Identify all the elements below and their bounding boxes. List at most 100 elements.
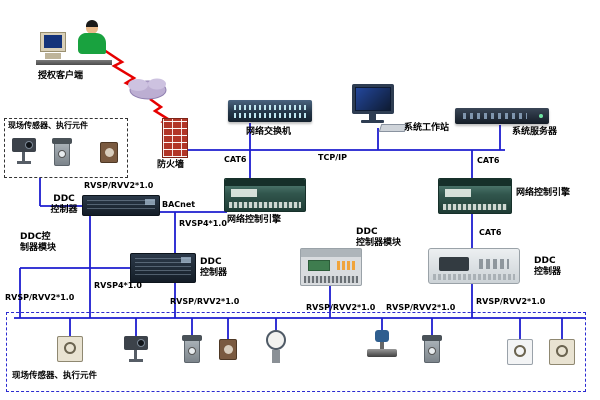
server-icon [455, 108, 549, 124]
field-sensor-icon [219, 339, 237, 360]
thermostat-dial [556, 345, 568, 357]
valve-actuator [375, 330, 389, 342]
field-devices-box-bottom [6, 312, 586, 392]
thermostat-icon [507, 339, 533, 365]
server-label: 系统服务器 [512, 127, 558, 137]
field-sensor-icon [182, 335, 202, 363]
rvsp-rvv2-label: RVSP/RVV2*1.0 [84, 181, 154, 190]
engine-terminals [443, 204, 507, 210]
cloud-icon [128, 78, 167, 100]
sensor-mount [134, 350, 137, 359]
sensor-face [105, 148, 114, 157]
gauge-body [272, 350, 280, 363]
plc-keys [337, 261, 355, 270]
bacnet-label: BACnet [162, 200, 196, 209]
ddc-controller-module-icon [300, 248, 362, 286]
sensor-face [428, 347, 436, 355]
field-sensor-icon [12, 138, 36, 164]
workstation-label: 系统工作站 [404, 123, 450, 133]
field-devices-bottom-label: 现场传感器、执行元件 [12, 371, 98, 381]
workstation-base [361, 120, 384, 123]
engine-left-label: 网络控制引擎 [227, 215, 282, 225]
pressure-sensor-icon [263, 330, 289, 364]
tcpip-label: TCP/IP [318, 153, 347, 162]
switch-ports [234, 113, 306, 118]
sensor-cap [182, 335, 202, 341]
valve-actuator-icon [367, 330, 397, 361]
controller-terminals [433, 274, 515, 280]
sensor-foot [129, 359, 143, 362]
sensor-foot [17, 161, 31, 164]
field-sensor-icon [124, 336, 148, 362]
ddc-module-far-left-label: DDC控 制器模块 [20, 232, 57, 253]
workstation-keyboard [378, 124, 408, 132]
workstation-screen [352, 84, 394, 114]
client-screen [44, 35, 62, 48]
rvsp4-label: RVSP4*1.0 [179, 219, 227, 228]
sensor-lens [25, 141, 33, 149]
engine-right-label: 网络控制引擎 [516, 188, 571, 198]
ddc-controller-top-left-icon [82, 195, 160, 216]
workstation-icon [352, 84, 408, 134]
valve-pipe [367, 349, 397, 357]
person-body [78, 33, 106, 54]
thermostat-icon [57, 336, 83, 362]
rvsp-rvv2-label: RVSP/RVV2*1.0 [170, 297, 240, 306]
switch-ports [234, 105, 306, 110]
ddc-top-left-label: DDC 控制器 [50, 194, 78, 215]
sensor-face [58, 150, 66, 158]
sensor-mount [22, 152, 25, 161]
network-control-engine-right-icon [438, 178, 512, 214]
rvsp4-label: RVSP4*1.0 [94, 281, 142, 290]
thermostat-dial [64, 342, 76, 354]
rack-vents [135, 258, 191, 278]
server-led [539, 114, 543, 118]
firewall-icon [162, 118, 188, 158]
network-switch-icon [228, 100, 312, 122]
rvsp-rvv2-label: RVSP/RVV2*1.0 [476, 297, 546, 306]
controller-lcd [439, 257, 469, 271]
firewall-label: 防火墙 [157, 160, 185, 170]
rack-badge [145, 199, 155, 205]
server-slots [463, 113, 527, 119]
engine-tag [231, 189, 257, 197]
ddc-module-mid-label: DDC 控制器模块 [356, 227, 402, 248]
engine-terminals [229, 202, 301, 208]
plc-lcd [308, 260, 330, 271]
thermostat-dial [514, 345, 526, 357]
client-monitor-base [45, 53, 61, 59]
cat6-label: CAT6 [477, 156, 500, 165]
field-sensor-icon [422, 335, 442, 363]
sensor-face [224, 345, 233, 354]
thermostat-icon [549, 339, 575, 365]
field-devices-top-label: 现场传感器、执行元件 [8, 121, 88, 130]
desk-icon [36, 60, 112, 65]
switch-label: 网络交换机 [246, 127, 292, 137]
client-computer-icon [36, 20, 116, 70]
cat6-label: CAT6 [479, 228, 502, 237]
field-devices-box-top [4, 118, 128, 178]
field-sensor-icon [100, 142, 118, 163]
person-icon [86, 20, 98, 34]
network-control-engine-left-icon [224, 178, 306, 212]
gauge-dial [266, 330, 286, 350]
workstation-stand [369, 114, 376, 120]
sensor-cap [52, 138, 72, 144]
sensor-lens [137, 339, 145, 347]
valve-stem [380, 342, 384, 349]
engine-top-band [439, 179, 511, 186]
engine-top-band [225, 179, 305, 186]
rvsp-rvv2-label: RVSP/RVV2*1.0 [5, 293, 75, 302]
rvsp-rvv2-label: RVSP/RVV2*1.0 [386, 303, 456, 312]
ddc-controller-mid-icon [130, 253, 196, 283]
ddc-right-label: DDC 控制器 [534, 256, 562, 277]
sensor-face [188, 347, 196, 355]
rvsp-rvv2-label: RVSP/RVV2*1.0 [306, 303, 376, 312]
rack-vents [87, 200, 155, 211]
field-sensor-icon [52, 138, 72, 166]
client-monitor-icon [40, 32, 66, 52]
rack-badge [181, 257, 191, 263]
client-label: 授权客户端 [38, 71, 84, 81]
engine-tag [445, 189, 471, 197]
